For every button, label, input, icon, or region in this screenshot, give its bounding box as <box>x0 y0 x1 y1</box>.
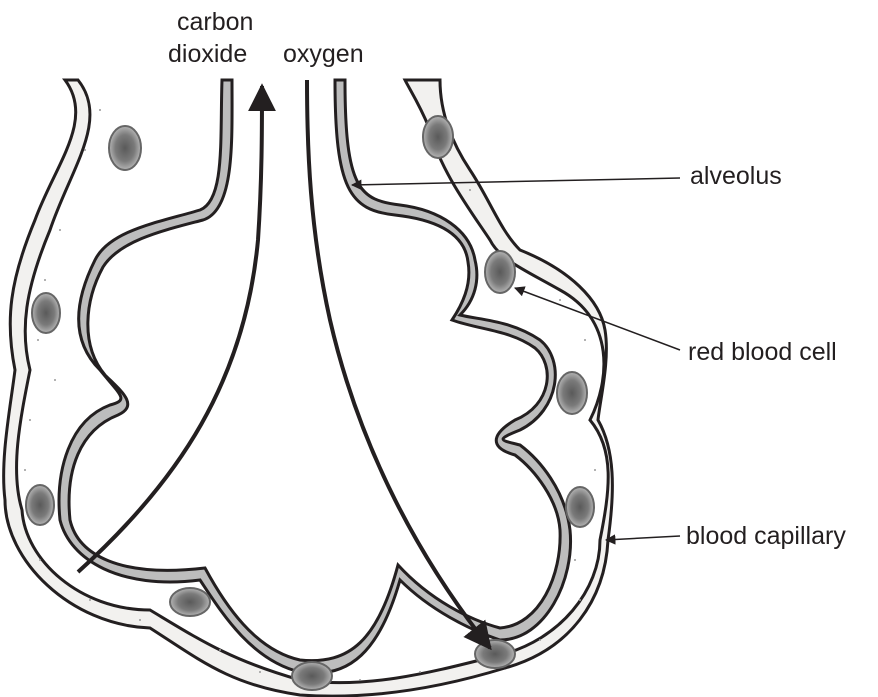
red-blood-cell <box>32 293 60 333</box>
red-blood-cell <box>566 487 594 527</box>
red-blood-cell-label: red blood cell <box>688 338 837 366</box>
red-blood-cell <box>170 588 210 616</box>
carbon-dioxide-arrow <box>78 86 262 572</box>
red-blood-cell <box>292 662 332 690</box>
carbon-dioxide-label-line1: carbon <box>177 8 253 36</box>
blood-capillary-label: blood capillary <box>686 522 846 550</box>
red-blood-cell <box>475 640 515 668</box>
oxygen-label: oxygen <box>283 40 364 68</box>
alveolus-pointer <box>352 178 680 185</box>
blood-capillary-pointer <box>606 536 680 540</box>
red-blood-cell <box>485 251 515 293</box>
carbon-dioxide-label-line2: dioxide <box>168 40 247 68</box>
alveolus-wall <box>59 80 570 673</box>
red-blood-cell <box>109 126 141 170</box>
red-blood-cell <box>26 485 54 525</box>
alveolus-label: alveolus <box>690 162 782 190</box>
red-blood-cell <box>557 372 587 414</box>
red-blood-cell <box>423 116 453 158</box>
